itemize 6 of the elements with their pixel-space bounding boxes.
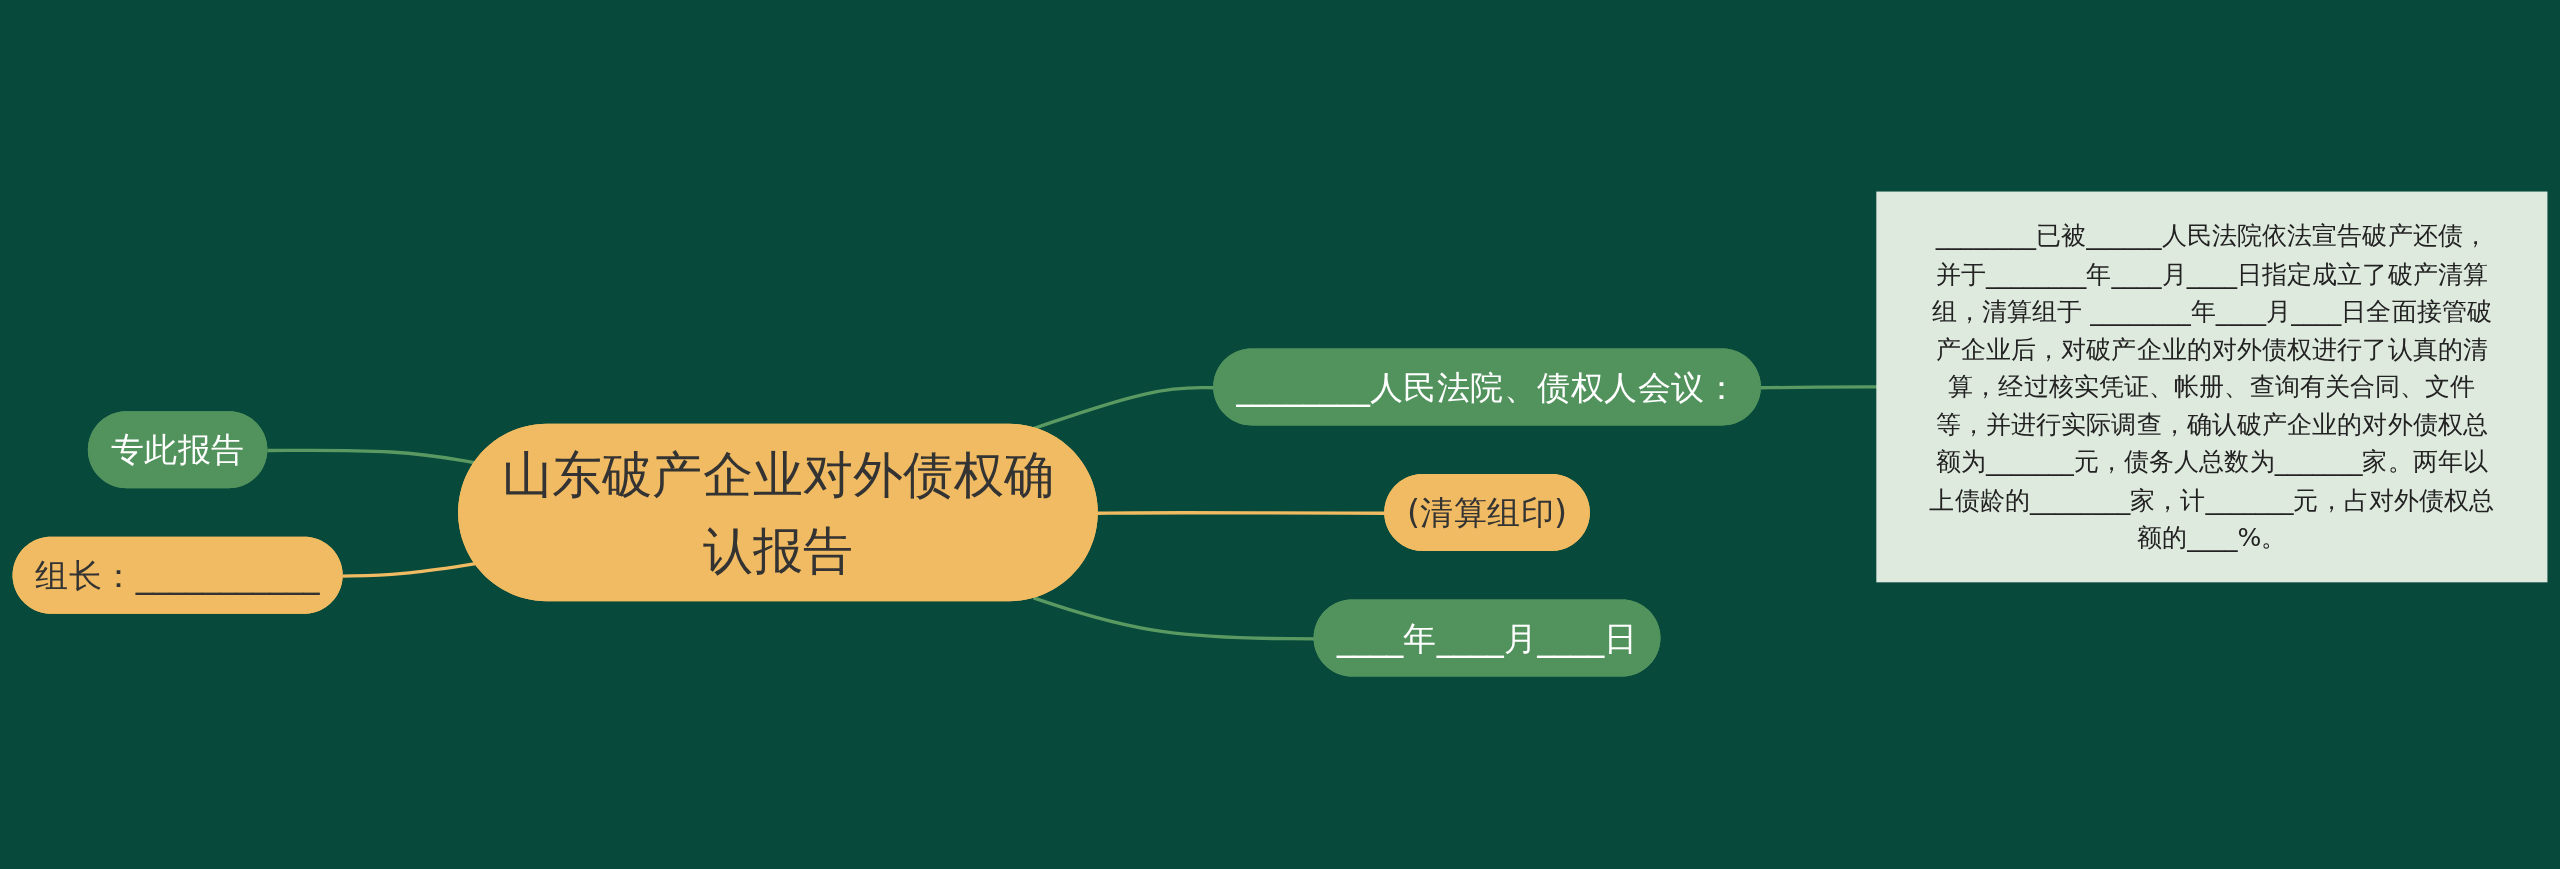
node-box: ________已被______人民法院依法宣告破产还债，并于________年____月____日指定成立了破产清算组，清算组于 ________年____月____日全面接管破产企业后，对破产企业的对外债权进行了认真的清算，经过核实凭证、帐册、查询有关合同、文件等，并进行实际调查，确认破产企业的对外债权总额为_______元，债务人总数为_______家。两年以上债龄的________家，计_______元，占对外债权总额的____%。 <box>1876 192 2548 583</box>
connector <box>1760 385 1878 390</box>
connector <box>267 449 476 466</box>
connector <box>342 562 476 579</box>
connector <box>1032 386 1215 431</box>
connector <box>1097 511 1386 516</box>
